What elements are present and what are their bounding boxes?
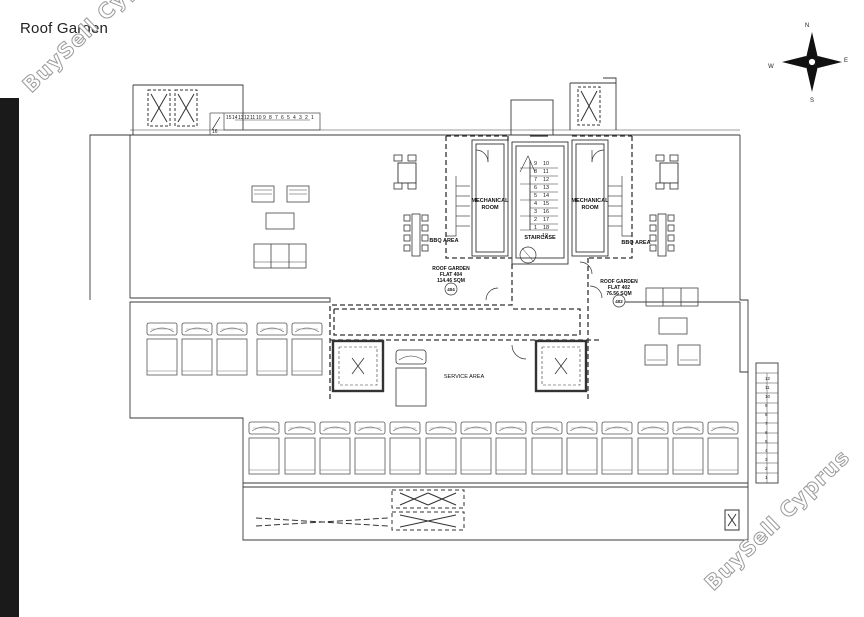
- service-shafts: [331, 339, 588, 407]
- svg-text:4: 4: [293, 115, 296, 121]
- svg-text:16: 16: [543, 209, 549, 215]
- svg-text:7: 7: [765, 421, 768, 426]
- svg-text:2: 2: [305, 115, 308, 121]
- svg-text:402: 402: [615, 299, 623, 304]
- svg-text:7: 7: [534, 177, 537, 183]
- compass-west: W: [768, 64, 774, 70]
- svg-text:15: 15: [543, 201, 549, 207]
- svg-text:14: 14: [543, 193, 549, 199]
- right-terrace-furniture: [644, 287, 701, 366]
- right-stair-numbers: 12 11 10 9 8 7 6 5 4 3 2 1: [765, 376, 771, 480]
- svg-text:7: 7: [275, 115, 278, 121]
- skylight-top-left: [147, 89, 198, 127]
- svg-text:9: 9: [765, 403, 768, 408]
- svg-text:4: 4: [765, 448, 768, 453]
- svg-text:5: 5: [534, 193, 537, 199]
- svg-text:12: 12: [543, 177, 549, 183]
- svg-text:3: 3: [534, 209, 537, 215]
- svg-text:1: 1: [765, 475, 768, 480]
- svg-text:ROOF GARDEN: ROOF GARDEN: [600, 279, 638, 285]
- svg-text:3: 3: [765, 457, 768, 462]
- svg-text:1: 1: [534, 225, 537, 231]
- svg-text:8: 8: [765, 412, 768, 417]
- left-terrace-furniture: [251, 185, 310, 269]
- flat-404-label: ROOF GARDEN FLAT 404 114.46 SQM 404: [432, 266, 470, 296]
- svg-text:BBQ AREA: BBQ AREA: [429, 238, 458, 244]
- top-stair-run: [209, 112, 321, 135]
- svg-text:10: 10: [256, 115, 262, 121]
- svg-text:11: 11: [765, 385, 770, 390]
- right-stair: [756, 372, 778, 483]
- skylights-bottom: [255, 489, 740, 531]
- page-title: Roof Garden: [20, 20, 109, 37]
- svg-text:FLAT 404: FLAT 404: [440, 272, 462, 278]
- compass-south: S: [810, 98, 814, 104]
- center-stair-numbers: 9 8 7 6 5 4 3 2 1 10 11 12 13 14 15 16 1…: [534, 161, 549, 239]
- svg-text:12: 12: [244, 115, 250, 121]
- compass-north: N: [805, 23, 809, 29]
- svg-text:8: 8: [269, 115, 272, 121]
- svg-text:6: 6: [765, 430, 768, 435]
- svg-text:8: 8: [534, 169, 537, 175]
- svg-text:6: 6: [281, 115, 284, 121]
- svg-text:BBQ AREA: BBQ AREA: [621, 240, 650, 246]
- svg-text:9: 9: [534, 161, 537, 167]
- svg-text:13: 13: [238, 115, 244, 121]
- bbq-furniture-left: [403, 213, 429, 257]
- left-edge-bar: [0, 98, 19, 617]
- svg-text:18: 18: [543, 225, 549, 231]
- loungers-lower: [248, 421, 739, 475]
- svg-text:5: 5: [287, 115, 290, 121]
- svg-text:SERVICE AREA: SERVICE AREA: [444, 374, 485, 380]
- svg-text:ROOF GARDEN: ROOF GARDEN: [432, 266, 470, 272]
- svg-text:6: 6: [534, 185, 537, 191]
- svg-text:2: 2: [534, 217, 537, 223]
- compass-east: E: [844, 58, 848, 64]
- svg-text:ROOM: ROOM: [581, 205, 599, 211]
- svg-text:114.46 SQM: 114.46 SQM: [437, 278, 465, 284]
- building-outline: [89, 77, 779, 541]
- compass-rose: N E S W: [768, 23, 848, 104]
- top-stair-numbers: 15 14 13 12 11 10 9 8 7 6 5 4 3 2 1 16: [212, 115, 314, 135]
- svg-text:76.56 SQM: 76.56 SQM: [606, 291, 631, 297]
- bbq-counters: [446, 176, 632, 237]
- svg-text:MECHANICAL: MECHANICAL: [572, 198, 610, 204]
- svg-text:14: 14: [232, 115, 238, 121]
- table-left-top: [393, 154, 417, 190]
- room-labels: MECHANICAL ROOM MECHANICAL ROOM STAIRCAS…: [429, 198, 650, 380]
- svg-text:10: 10: [765, 394, 771, 399]
- svg-text:19: 19: [542, 233, 548, 239]
- svg-text:5: 5: [765, 439, 768, 444]
- svg-text:ROOM: ROOM: [481, 205, 499, 211]
- core-doors: [475, 149, 605, 360]
- svg-text:11: 11: [250, 115, 255, 121]
- bbq-furniture-right: [649, 213, 675, 257]
- table-right-top: [655, 154, 679, 190]
- svg-text:11: 11: [543, 169, 549, 175]
- svg-text:13: 13: [543, 185, 549, 191]
- svg-text:MECHANICAL: MECHANICAL: [472, 198, 510, 204]
- svg-text:16: 16: [212, 129, 218, 135]
- svg-text:404: 404: [447, 287, 455, 292]
- central-core: [471, 135, 609, 265]
- svg-text:2: 2: [765, 466, 768, 471]
- svg-text:9: 9: [263, 115, 266, 121]
- svg-text:15: 15: [226, 115, 232, 121]
- skylight-top-right: [577, 86, 601, 126]
- flat-402-label: ROOF GARDEN FLAT 402 76.56 SQM 402: [600, 279, 638, 308]
- svg-text:17: 17: [543, 217, 549, 223]
- svg-text:1: 1: [311, 115, 314, 121]
- svg-text:10: 10: [543, 161, 549, 167]
- svg-text:FLAT 402: FLAT 402: [608, 285, 630, 291]
- svg-text:3: 3: [299, 115, 302, 121]
- loungers-upper: [146, 322, 323, 376]
- svg-text:4: 4: [534, 201, 537, 207]
- svg-text:STAIRCASE: STAIRCASE: [524, 235, 556, 241]
- svg-text:12: 12: [765, 376, 771, 381]
